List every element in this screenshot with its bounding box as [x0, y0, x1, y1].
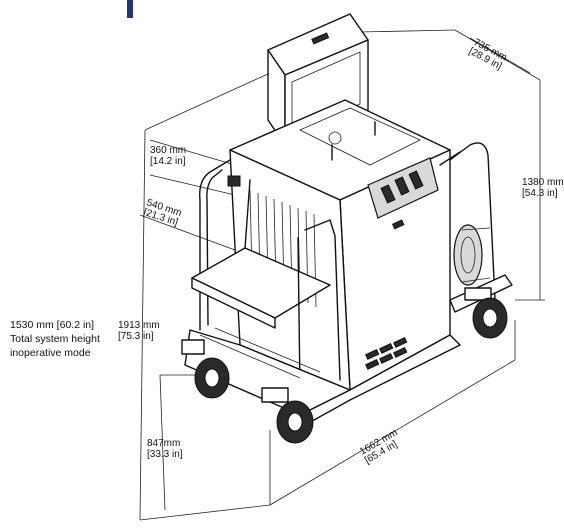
- left-handle: [199, 159, 241, 331]
- wheel-front-right: [261, 387, 314, 444]
- table-height-in-label: [33.3 in]: [147, 449, 183, 460]
- control-panel: [367, 157, 439, 219]
- panel-height-in-label: [14.2 in]: [150, 156, 186, 167]
- system-height-note: 1530 mm [60.2 in] Total system height in…: [10, 318, 130, 360]
- panel-height-mm-label: 360 mm: [150, 145, 186, 156]
- xray-machine: [181, 13, 513, 444]
- note-line-1: 1530 mm [60.2 in]: [10, 319, 95, 331]
- note-line-3: inoperative mode: [10, 347, 91, 359]
- total-height-mm-label: 1913 mm: [118, 320, 160, 331]
- right-frame: [439, 142, 513, 313]
- accent-mark: [127, 0, 133, 18]
- height-right-in-label: [54.3 in]: [522, 188, 558, 199]
- front-tray: [191, 179, 341, 391]
- wheel-front-left: [181, 339, 230, 399]
- note-line-2: Total system height: [10, 333, 100, 345]
- caster-wheels: [181, 287, 508, 444]
- height-right-mm-label: 1380 mm: [522, 177, 564, 188]
- dimension-lines: [139, 29, 545, 521]
- table-height-mm-label: 847mm: [147, 438, 180, 449]
- total-height-in-label: [75.3 in]: [118, 331, 154, 342]
- wheel-rear-right: [464, 287, 508, 339]
- vents: [365, 219, 408, 370]
